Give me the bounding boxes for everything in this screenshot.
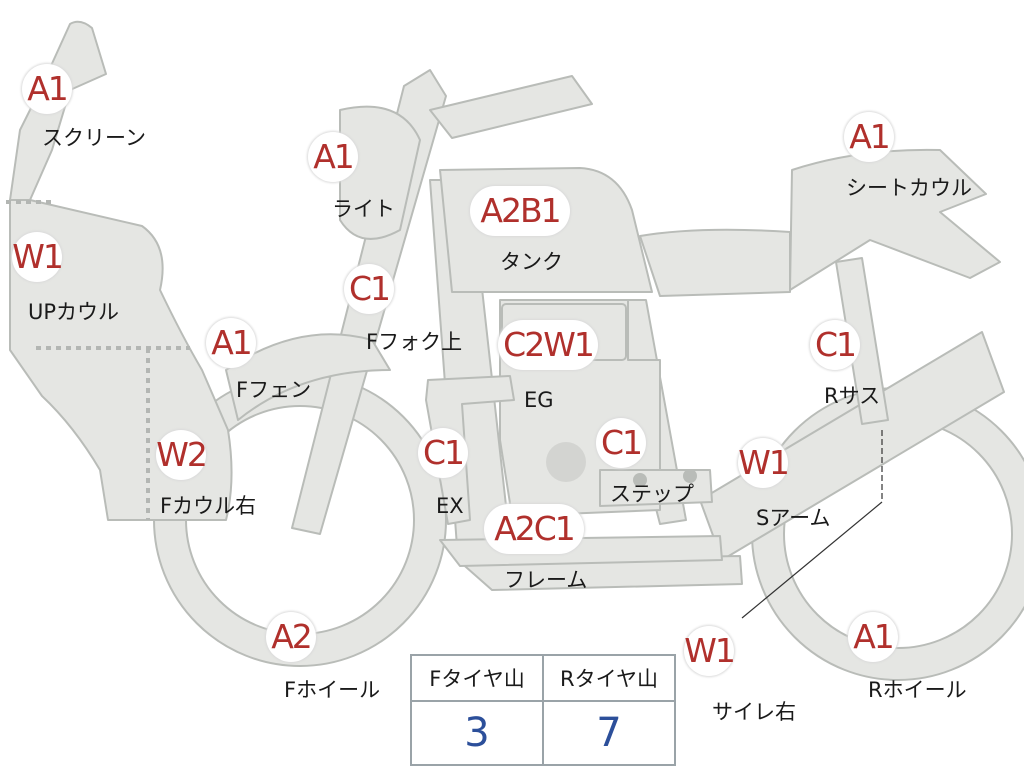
headlight-shape [339,105,421,240]
exhaust-label: EX [436,494,464,518]
swing-arm-label: Sアーム [756,506,831,530]
rear-tire-value: 7 [542,700,676,766]
upper-cowl-code-badge[interactable]: W1 [12,232,64,282]
rear-shock-code-badge[interactable]: C1 [810,320,860,370]
front-tire-header: Fタイヤ山 [410,654,544,702]
step-label: ステップ [610,482,694,506]
rear-shock-label: Rサス [824,384,881,408]
front-fork-code-badge[interactable]: C1 [344,264,394,314]
frame-label: フレーム [504,568,588,592]
frame-code-badge[interactable]: A2C1 [484,504,584,554]
tank-label: タンク [500,250,563,274]
front-wheel-code-badge[interactable]: A2 [266,612,316,662]
rear-tire-header: Rタイヤ山 [542,654,676,702]
front-fork-label: Fフォク上 [366,330,463,354]
exhaust-code-badge[interactable]: C1 [418,428,468,478]
muffler-right-label: サイレ右 [712,700,796,724]
headlight-label: ライト [332,197,395,221]
rear-shock-shape [835,257,889,425]
engine-code-badge[interactable]: C2W1 [498,320,598,370]
upper-cowl-label: UPカウル [28,300,120,324]
seat-shape [639,228,791,297]
tire-tread-table: Fタイヤ山 Rタイヤ山 3 7 [410,654,676,766]
rear-wheel-label: Rホイール [868,678,967,702]
engine-label: EG [524,388,554,412]
section-lines [6,200,190,520]
tank-code-badge[interactable]: A2B1 [470,186,570,236]
muffler-right-code-badge[interactable]: W1 [684,626,736,676]
front-cowl-right-label: Fカウル右 [160,494,257,518]
step-code-badge[interactable]: C1 [596,418,646,468]
screen-label: スクリーン [42,126,146,150]
seat-cowl-code-badge[interactable]: A1 [844,112,894,162]
front-cowl-right-code-badge[interactable]: W2 [156,430,208,480]
front-fender-shape [225,333,391,421]
seat-cowl-label: シートカウル [846,176,972,200]
leader-line [741,430,883,619]
handlebar-shape [429,75,593,139]
front-tire-value: 3 [410,700,544,766]
front-fender-code-badge[interactable]: A1 [206,318,256,368]
headlight-code-badge[interactable]: A1 [308,132,358,182]
rear-wheel-code-badge[interactable]: A1 [848,612,898,662]
front-fender-label: Fフェン [236,378,312,402]
swing-arm-code-badge[interactable]: W1 [738,438,790,488]
front-wheel-label: Fホイール [284,678,381,702]
screen-code-badge[interactable]: A1 [22,64,72,114]
seat-cowl-shape [789,148,1001,291]
